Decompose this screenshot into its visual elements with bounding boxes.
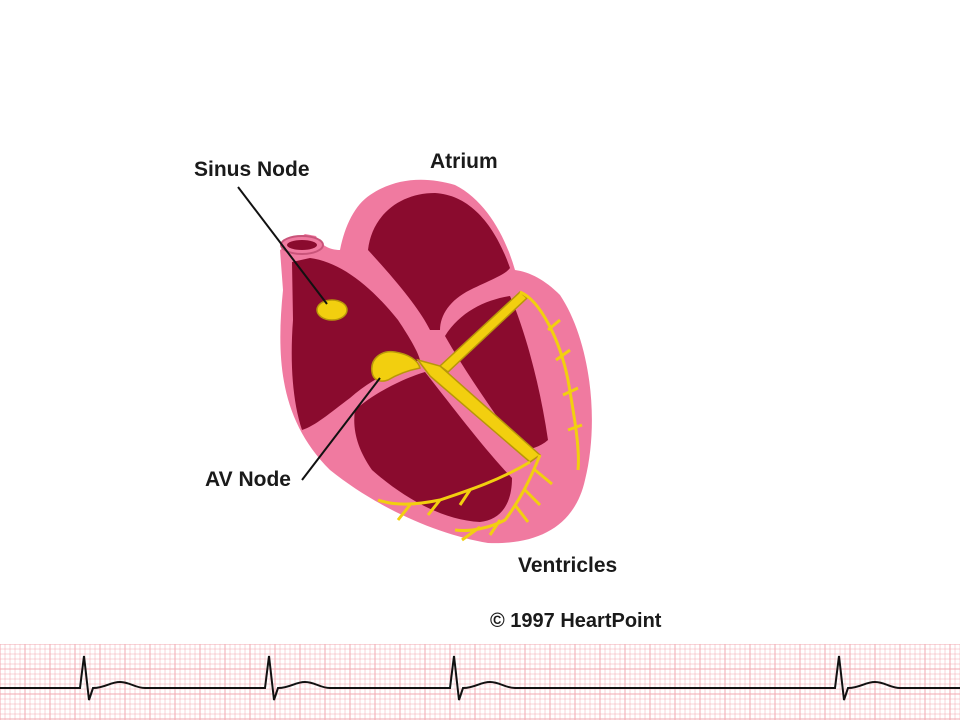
- conduction-system: [316, 290, 583, 542]
- right-bundle-branch: [438, 290, 529, 373]
- ventricles-label: Ventricles: [518, 554, 617, 577]
- purkinje-fibers-left: [519, 290, 583, 471]
- ecg-grid: [0, 644, 960, 720]
- right-ventricle-chamber: [354, 372, 512, 522]
- sinus-node-leader: [237, 186, 328, 305]
- atrium-label: Atrium: [430, 150, 498, 173]
- ecg-trace: [0, 655, 960, 701]
- bundle-of-his: [416, 358, 542, 463]
- ecg-rhythm-strip: [0, 644, 960, 720]
- purkinje-fibers-right: [377, 460, 531, 521]
- copyright-text: © 1997 HeartPoint: [490, 610, 662, 632]
- heart-wall: [280, 179, 592, 544]
- purkinje-fibers-bottom: [454, 454, 553, 542]
- av-node-label: AV Node: [205, 468, 291, 491]
- sinus-node-label: Sinus Node: [194, 158, 310, 181]
- av-node-shape: [371, 350, 421, 382]
- vena-cava-lumen: [287, 240, 317, 250]
- av-node-leader: [301, 377, 381, 481]
- left-ventricle-chamber: [445, 296, 548, 450]
- left-atrium-chamber: [368, 193, 510, 330]
- sinus-node-shape: [316, 299, 348, 321]
